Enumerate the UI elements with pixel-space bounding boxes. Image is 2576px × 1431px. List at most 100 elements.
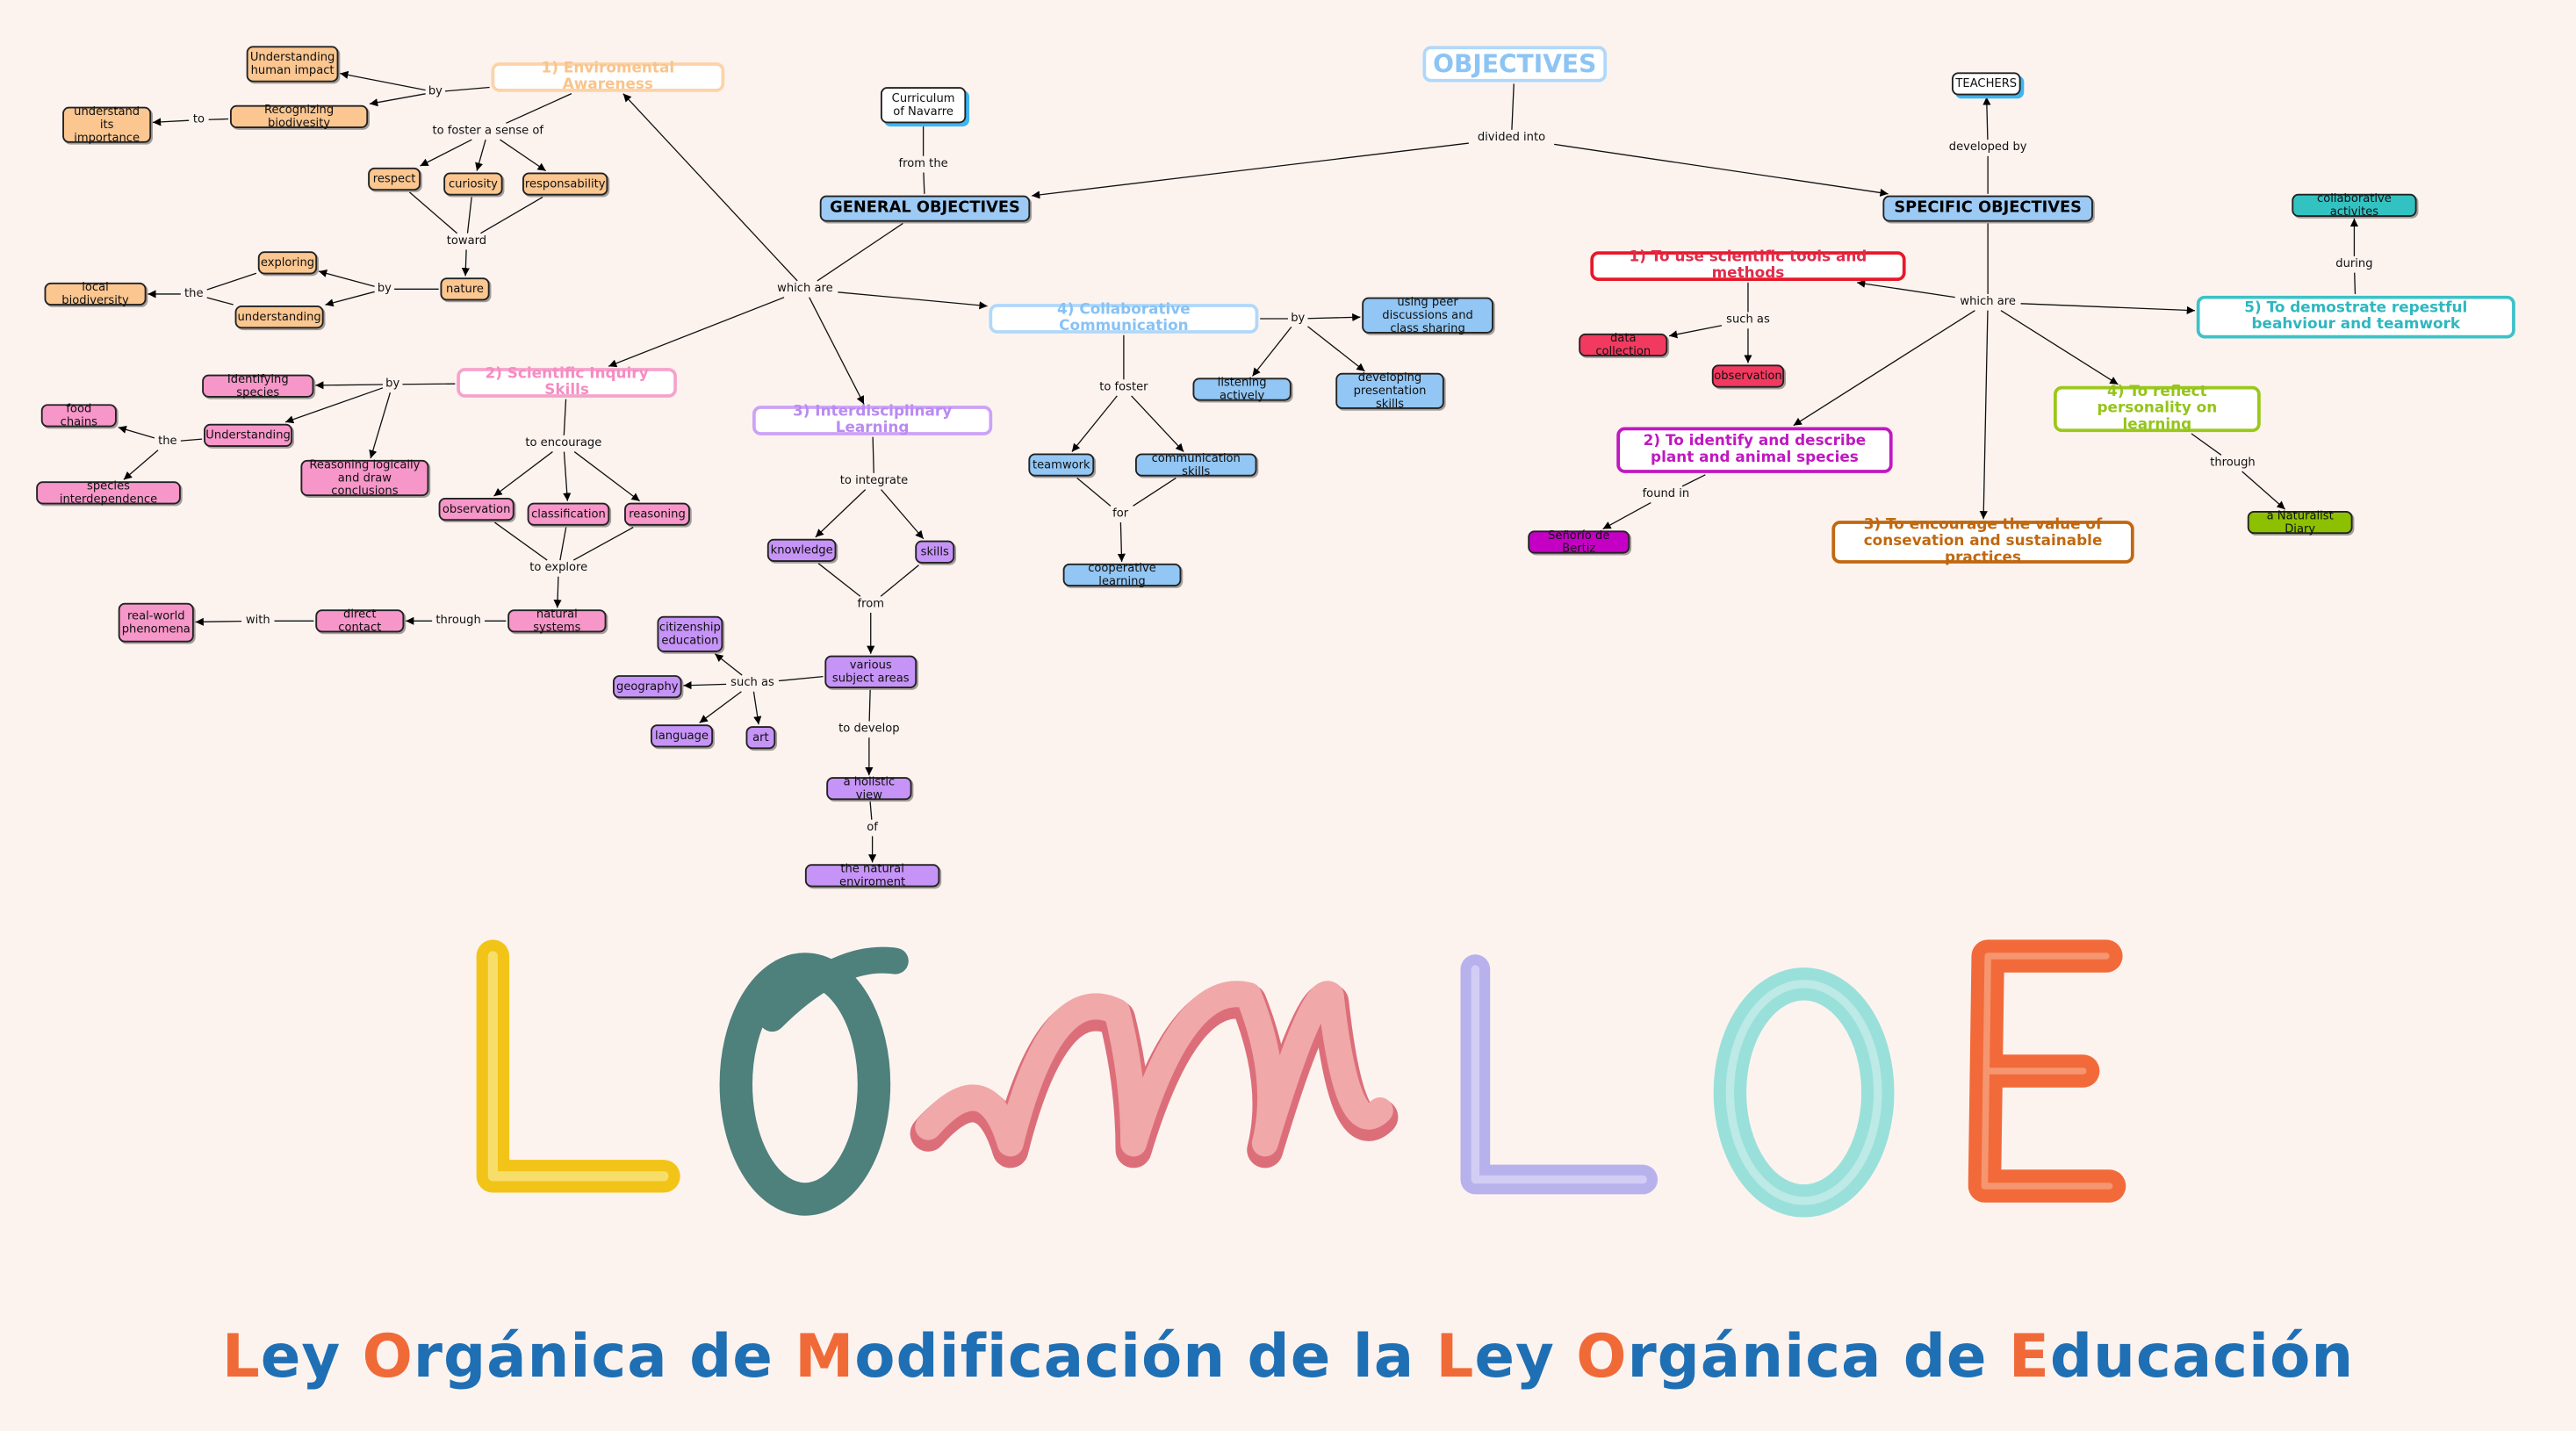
- connector-suchas1-citizen: [714, 653, 743, 676]
- concept-node-realworld[interactable]: real-world phenomena: [118, 602, 194, 643]
- connector-exploring-the1: [206, 272, 257, 291]
- concept-node-knowledge[interactable]: knowledge: [766, 538, 837, 562]
- connector-suchas1-art: [752, 691, 762, 725]
- concept-node-diary[interactable]: a Naturalist Diary: [2247, 509, 2353, 536]
- footer-initial-letter: E: [2008, 1324, 2050, 1391]
- concept-node-s5[interactable]: 5) To demostrate repestful beahviour and…: [2196, 295, 2515, 339]
- concept-node-objectives[interactable]: OBJECTIVES: [1422, 46, 1608, 83]
- concept-node-recog[interactable]: Recognizing biodivesity: [229, 104, 369, 130]
- concept-node-teachers[interactable]: TEACHERS: [1951, 72, 2021, 96]
- concept-node-class[interactable]: classification: [527, 502, 610, 526]
- concept-node-nature[interactable]: nature: [440, 277, 490, 301]
- logo-letter-l: [476, 939, 680, 1193]
- concept-node-comm[interactable]: communication skills: [1134, 452, 1257, 478]
- connector-by2-understanding: [325, 291, 375, 307]
- footer-initial-letter: O: [1576, 1324, 1628, 1391]
- concept-node-ident[interactable]: Identifying species: [202, 373, 314, 399]
- concept-node-collab[interactable]: 4) Collaborative Communication: [989, 302, 1259, 335]
- concept-node-reasonlog[interactable]: Reasoning logically and draw conclusions: [300, 458, 429, 498]
- concept-node-teamwork[interactable]: teamwork: [1028, 453, 1095, 477]
- connector-which1-inter: [809, 297, 865, 405]
- connector-knowledge-from: [817, 563, 861, 597]
- connector-sci-by3: [402, 383, 456, 385]
- concept-node-geo[interactable]: geography: [612, 675, 682, 699]
- link-label-which2: which are: [1958, 294, 2018, 310]
- concept-node-underst[interactable]: Understanding: [204, 423, 293, 447]
- footer-text: ey: [1474, 1324, 1577, 1391]
- concept-node-specific[interactable]: SPECIFIC OBJECTIVES: [1882, 195, 2093, 222]
- concept-node-exploring[interactable]: exploring: [257, 251, 318, 275]
- concept-node-curriculum[interactable]: Curriculum of Navarre: [880, 87, 967, 124]
- connector-suchas2-datacol: [1669, 325, 1723, 339]
- concept-node-resp[interactable]: responsability: [522, 172, 608, 196]
- concept-node-s1[interactable]: 1) To use scientific tools and methods: [1590, 249, 1906, 283]
- concept-node-collabact[interactable]: collaborative activites: [2292, 192, 2417, 219]
- concept-node-uimp[interactable]: understand its importance: [62, 105, 152, 145]
- footer-text: ducación: [2049, 1324, 2355, 1391]
- logo-letter-l-2: [1460, 954, 1659, 1195]
- concept-node-s4[interactable]: 4) To reflect personality on learning: [2054, 385, 2261, 434]
- concept-node-food[interactable]: food chains: [40, 402, 117, 428]
- concept-node-general[interactable]: GENERAL OBJECTIVES: [819, 195, 1031, 222]
- link-label-found: found in: [1640, 486, 1692, 502]
- link-label-suchas2: such as: [1724, 313, 1772, 328]
- concept-node-uhi[interactable]: Understanding human impact: [246, 46, 339, 83]
- link-label-from: from: [855, 597, 886, 613]
- connector-objectives-divided: [1511, 83, 1515, 130]
- concept-node-senorio[interactable]: Señorío de Bertiz: [1528, 529, 1630, 555]
- concept-node-localbio[interactable]: local biodiversity: [44, 281, 147, 307]
- connector-which2-s2: [1793, 310, 1975, 427]
- connector-which1-collab: [838, 291, 988, 310]
- connector-which1-sci: [608, 297, 785, 368]
- concept-node-peer[interactable]: using peer discussions and class sharing: [1362, 296, 1493, 335]
- link-label-the1: the: [183, 286, 205, 302]
- concept-node-sobs[interactable]: observation: [1711, 364, 1785, 388]
- concept-node-datacol[interactable]: data collection: [1579, 332, 1668, 358]
- link-label-fromthe: from the: [896, 156, 950, 172]
- connector-inter-integrate: [872, 436, 874, 473]
- link-label-with: with: [244, 613, 272, 629]
- concept-node-species[interactable]: species interdependence: [36, 479, 181, 506]
- connector-suchas1-geo: [683, 681, 727, 690]
- link-label-which1: which are: [775, 281, 835, 297]
- concept-node-holistic[interactable]: a holistic view: [826, 775, 912, 802]
- connector-developed-teachers: [1982, 97, 1991, 140]
- concept-node-obs[interactable]: observation: [438, 497, 514, 521]
- concept-node-respect[interactable]: respect: [368, 167, 421, 191]
- concept-node-s3[interactable]: 3) To encourage the value of consevation…: [1831, 517, 2134, 567]
- concept-node-natsys[interactable]: natural systems: [507, 608, 607, 634]
- connector-respect-toward: [408, 191, 458, 234]
- concept-node-lang[interactable]: language: [650, 724, 714, 748]
- link-label-encourage: to encourage: [523, 435, 604, 451]
- connector-general-fromthe: [923, 172, 925, 194]
- concept-node-sci[interactable]: 2) Scientific Inquiry Skills: [457, 366, 677, 399]
- connector-class-explore: [559, 527, 567, 561]
- concept-node-various[interactable]: various subject areas: [824, 655, 917, 689]
- concept-node-direct[interactable]: direct contact: [315, 608, 405, 634]
- concept-node-reason[interactable]: reasoning: [624, 502, 690, 526]
- connector-encourage-reason: [573, 451, 641, 502]
- concept-node-s2[interactable]: 2) To identify and describe plant and an…: [1616, 427, 1893, 473]
- link-label-divided: divided into: [1475, 130, 1548, 146]
- concept-node-citizen[interactable]: citizenship education: [657, 615, 723, 652]
- concept-node-curiosity[interactable]: curiosity: [443, 172, 503, 196]
- concept-node-devpres[interactable]: developing presentation skills: [1335, 371, 1444, 411]
- connector-the2-species: [123, 449, 159, 480]
- connector-reason-explore: [572, 527, 634, 561]
- concept-node-art[interactable]: art: [745, 726, 776, 750]
- concept-node-inter[interactable]: 3) Interdisciplinary Learning: [752, 404, 993, 437]
- connector-underst-the2: [180, 438, 203, 442]
- concept-node-natenv[interactable]: the natural enviroment: [804, 862, 940, 888]
- footer-text: rgánica de: [1627, 1324, 2009, 1391]
- connector-which2-s3: [1979, 310, 1989, 520]
- connector-sci-encourage: [563, 399, 567, 435]
- footer-initial-letter: O: [362, 1324, 414, 1391]
- concept-node-understanding[interactable]: understanding: [234, 306, 324, 329]
- footer-initial-letter: L: [1436, 1324, 1475, 1391]
- connector-obs-explore: [494, 521, 548, 561]
- concept-node-env[interactable]: 1) Enviromental Awareness: [491, 61, 725, 94]
- concept-node-skills[interactable]: skills: [915, 540, 955, 564]
- concept-node-coop[interactable]: cooperative learning: [1062, 562, 1182, 588]
- concept-node-listen[interactable]: listening actively: [1192, 377, 1292, 402]
- connector-by4-listen: [1251, 326, 1292, 377]
